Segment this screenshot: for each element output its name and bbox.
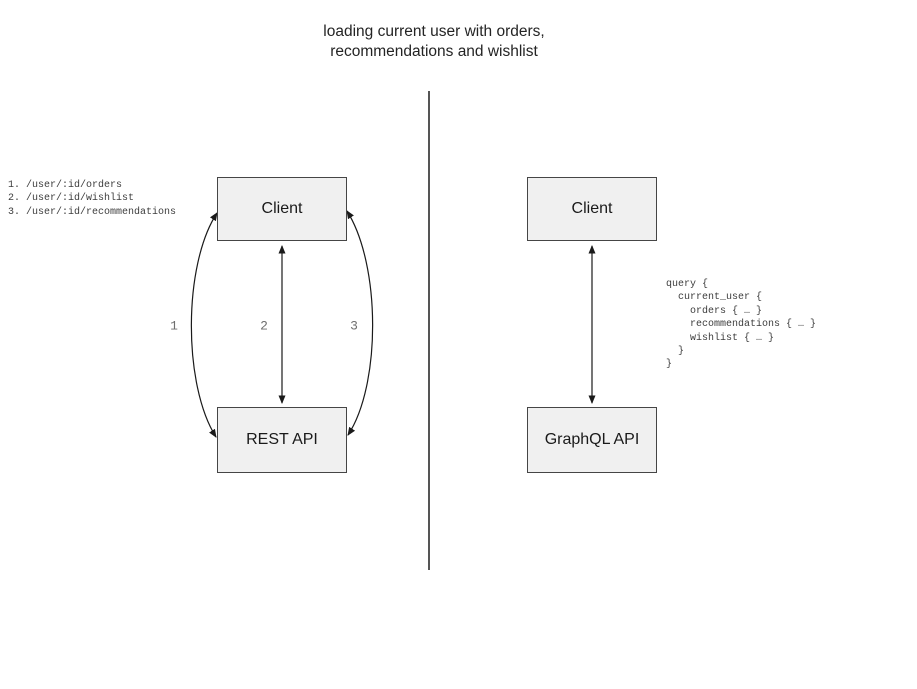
diagram-title: loading current user with orders, recomm… [323, 23, 545, 60]
graphql-query-code: query { current_user { orders { … } reco… [666, 279, 817, 371]
graphql-api-box-label: GraphQL API [544, 431, 640, 448]
graphql-client-box: Client [527, 177, 657, 241]
rest-arrow-3-curve [346, 210, 374, 436]
rest-arrow-2-label: 2 [260, 318, 268, 334]
rest-api-box: REST API [217, 407, 347, 473]
graphql-api-box: GraphQL API [527, 407, 657, 473]
rest-api-box-label: REST API [246, 431, 318, 448]
rest-arrow-3-label: 3 [350, 318, 358, 334]
rest-client-box: Client [217, 177, 347, 241]
vertical-divider [428, 91, 430, 570]
rest-endpoints-list: 1. /user/:id/orders 2. /user/:id/wishlis… [8, 180, 177, 218]
graphql-client-box-label: Client [571, 200, 613, 217]
rest-arrow-1-curve [190, 212, 218, 438]
rest-arrow-1-label: 1 [170, 318, 178, 334]
rest-client-box-label: Client [261, 200, 303, 217]
